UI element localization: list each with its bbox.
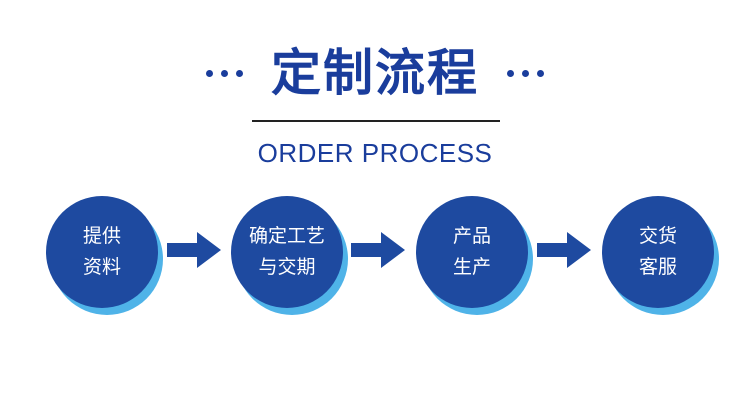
step-label-line1: 提供 (82, 225, 121, 247)
dot (221, 69, 228, 77)
step-label-line1: 交货 (638, 225, 677, 247)
dot (522, 69, 529, 77)
arrow-right-icon (351, 232, 405, 268)
step-label-line2: 与交期 (258, 256, 316, 278)
step-label-line2: 客服 (638, 256, 677, 278)
arrow-right-icon (167, 232, 221, 268)
title-divider (252, 120, 500, 122)
page-title: 定制流程 (271, 44, 479, 102)
step-provide-materials: 提供 资料 (46, 196, 158, 308)
page-subtitle: ORDER PROCESS (257, 138, 493, 168)
step-label-line2: 生产 (452, 256, 491, 278)
dot (206, 69, 213, 77)
dot (236, 69, 243, 77)
arrow-right-icon (537, 232, 591, 268)
step-confirm-process: 确定工艺 与交期 (231, 196, 343, 308)
step-label-line2: 资料 (82, 256, 121, 278)
step-label-line1: 产品 (452, 225, 491, 247)
dot (537, 69, 544, 77)
right-dots (507, 69, 544, 77)
title-row: 定制流程 (0, 38, 750, 108)
dot (507, 69, 514, 77)
step-label-line1: 确定工艺 (248, 225, 325, 247)
step-delivery-service: 交货 客服 (602, 196, 714, 308)
step-production: 产品 生产 (416, 196, 528, 308)
left-dots (206, 69, 243, 77)
